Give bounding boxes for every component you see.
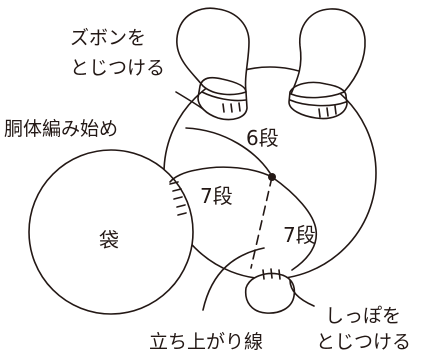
bag-circle xyxy=(28,149,194,315)
tail-attach-ticks xyxy=(262,268,281,280)
rise-line-dashed xyxy=(250,176,273,269)
label-tail-line1: しっぽを xyxy=(325,305,401,327)
label-rows-7-right: 7段 xyxy=(283,223,316,247)
leader-pants xyxy=(175,91,204,110)
label-rise-line: 立ち上がり線 xyxy=(149,331,263,353)
leader-tail xyxy=(289,279,315,307)
label-rows-7-left: 7段 xyxy=(200,184,233,208)
label-tail-line2: とじつける xyxy=(316,331,411,353)
leader-rise-line xyxy=(202,247,265,311)
body-arc-right xyxy=(271,176,318,271)
label-rows-6: 6段 xyxy=(246,126,279,150)
leader-body-start xyxy=(185,127,271,174)
label-pants-line2: とじつける xyxy=(70,57,165,79)
body-start-point xyxy=(268,173,276,181)
left-pant-leg xyxy=(176,7,250,121)
body-arc-left xyxy=(169,166,273,183)
label-bag: 袋 xyxy=(99,228,119,252)
label-pants-line1: ズボンを xyxy=(70,27,146,49)
bag-attach-ticks xyxy=(169,181,187,216)
label-body-start: 胴体編み始め xyxy=(4,118,118,140)
tail-circle xyxy=(244,272,296,314)
pants-attach-ticks xyxy=(222,102,337,118)
right-pant-leg xyxy=(288,8,366,120)
